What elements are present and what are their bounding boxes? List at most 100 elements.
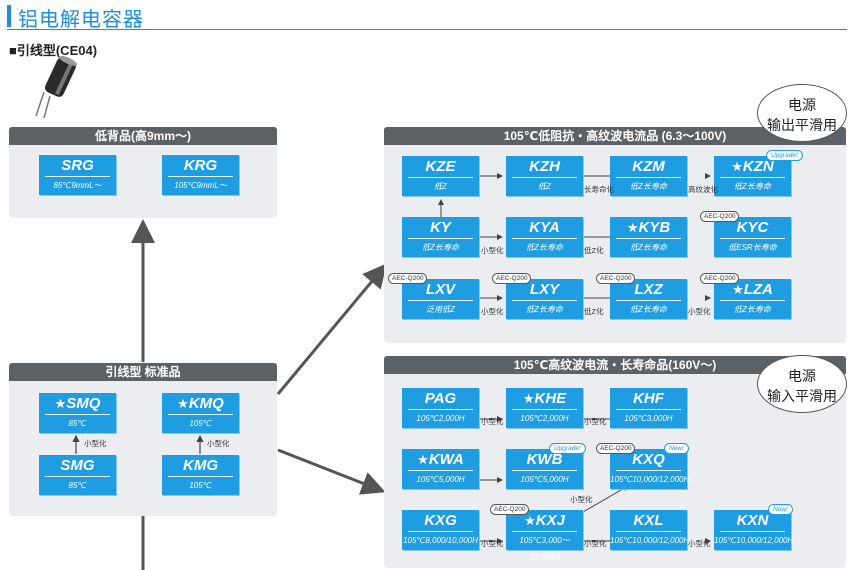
product-kmq[interactable]: ★KMQ 105℃ <box>162 393 239 433</box>
product-kmg[interactable]: KMG 105℃ <box>162 455 239 495</box>
product-kxn[interactable]: KXN 105℃10,000/12,000H <box>714 510 794 550</box>
product-desc: 105℃ <box>189 481 212 490</box>
product-name: KXN <box>736 512 769 529</box>
product-lxv[interactable]: LXV 泛用低Z <box>402 279 479 319</box>
product-name: KYA <box>529 219 560 236</box>
product-name: KXQ <box>632 451 665 468</box>
product-desc: 105℃5,000H <box>416 475 465 484</box>
product-kzm[interactable]: KZM 低Z长寿命 <box>610 156 687 196</box>
high-ripple-label: 高纹波化 <box>688 185 718 194</box>
divider <box>408 470 473 471</box>
product-kyb[interactable]: ★KYB 低Z长寿命 <box>610 217 687 257</box>
aec-q200-tag: AEC-Q200 <box>596 443 636 454</box>
divider <box>720 177 785 178</box>
standard-header: 引线型 标准品 <box>9 363 277 381</box>
product-desc: 85℃ <box>68 481 87 490</box>
output-smoothing-bubble: 电源 输出平滑用 <box>757 84 847 142</box>
divider <box>512 409 577 410</box>
product-kyc[interactable]: KYC 低ESR长寿命 <box>714 217 791 257</box>
product-name: KHE <box>534 390 567 407</box>
product-name: KHF <box>633 390 664 407</box>
product-name: KZH <box>529 158 560 175</box>
capacitor-icon <box>35 56 78 119</box>
new-badge: New! <box>768 504 793 515</box>
product-kxl[interactable]: KXL 105℃10,000/12,000H <box>610 510 690 550</box>
downsize-label: 小型化 <box>481 307 504 316</box>
downsize-label: 小型化 <box>584 539 607 548</box>
product-kze[interactable]: KZE 低Z <box>402 156 479 196</box>
product-name: KYC <box>736 219 769 236</box>
divider <box>720 238 785 239</box>
upgrade-badge: Upgrade! <box>766 150 803 161</box>
product-kzn[interactable]: ★KZN 低Z长寿命 <box>714 156 791 196</box>
product-lxz[interactable]: LXZ 低Z长寿命 <box>610 279 687 319</box>
product-desc: 低Z长寿命 <box>734 182 771 191</box>
divider <box>45 476 110 477</box>
low-z-label: 低Z化 <box>584 246 604 255</box>
aec-q200-tag: AEC-Q200 <box>492 273 532 284</box>
downsize-label: 小型化 <box>570 495 593 504</box>
divider <box>720 300 785 301</box>
product-name: KZN <box>742 158 774 175</box>
product-desc: 105℃10,000/12,000H <box>714 536 794 545</box>
product-smq[interactable]: ★SMQ 85℃ <box>39 393 116 433</box>
product-kya[interactable]: KYA 低Z长寿命 <box>506 217 583 257</box>
star-icon: ★ <box>732 282 744 297</box>
product-name-row: ★KYB <box>610 217 687 238</box>
bubble-line-1: 电源 <box>788 368 816 384</box>
low-profile-header: 低背品(高9mm〜) <box>9 127 277 145</box>
product-name: KZM <box>632 158 665 175</box>
product-ky[interactable]: KY 低Z长寿命 <box>402 217 479 257</box>
bubble-line-2: 输出平滑用 <box>767 117 837 133</box>
product-desc: 105℃3,000〜12,000H <box>519 536 570 562</box>
star-icon: ★ <box>54 396 67 411</box>
product-pag[interactable]: PAG 105℃2,000H <box>402 388 479 428</box>
divider <box>408 409 473 410</box>
aec-q200-tag: AEC-Q200 <box>490 504 530 515</box>
product-name-row: ★KZN <box>714 156 791 177</box>
product-kwa[interactable]: ★KWA 105℃5,000H <box>402 449 479 489</box>
new-badge: New! <box>664 443 689 454</box>
divider <box>616 409 681 410</box>
product-desc: 低Z长寿命 <box>630 305 667 314</box>
product-kxj[interactable]: ★KXJ 105℃3,000〜12,000H <box>506 510 583 562</box>
product-desc: 低Z长寿命 <box>630 182 667 191</box>
divider <box>512 300 577 301</box>
product-name: KWB <box>526 451 563 468</box>
aec-q200-tag: AEC-Q200 <box>700 211 740 222</box>
product-desc: 低Z长寿命 <box>526 305 563 314</box>
product-desc: 低Z长寿命 <box>630 243 667 252</box>
low-impedance-header: 105℃低阻抗・高纹波电流品 (6.3〜100V) <box>384 127 846 145</box>
product-kwb[interactable]: KWB 105℃5,000H <box>506 449 583 489</box>
product-desc: 105℃10,000/12,000H <box>610 536 690 545</box>
product-smg[interactable]: SMG 85℃ <box>39 455 116 495</box>
divider <box>408 177 473 178</box>
product-kzh[interactable]: KZH 低Z <box>506 156 583 196</box>
product-name: KXJ <box>535 512 565 529</box>
product-desc: 105℃2,000H <box>520 414 569 423</box>
product-kxg[interactable]: KXG 105℃8,000/10,000H <box>402 510 479 550</box>
product-name: KMQ <box>188 395 224 412</box>
product-khf[interactable]: KHF 105℃3,000H <box>610 388 687 428</box>
product-desc: 泛用低Z <box>426 305 455 314</box>
product-lxy[interactable]: LXY 低Z长寿命 <box>506 279 583 319</box>
product-name: LXZ <box>634 281 663 298</box>
low-z-label: 低Z化 <box>584 307 604 316</box>
divider <box>512 470 577 471</box>
product-krg[interactable]: KRG 105℃9mmL〜 <box>162 155 239 195</box>
divider <box>616 238 681 239</box>
divider <box>616 300 681 301</box>
product-kxq[interactable]: KXQ 105℃10,000/12,000H <box>610 449 689 489</box>
product-lza[interactable]: ★LZA 低Z长寿命 <box>714 279 791 319</box>
product-srg[interactable]: SRG 85℃9mmL〜 <box>39 155 116 195</box>
divider <box>512 238 577 239</box>
divider <box>408 238 473 239</box>
product-name: KRG <box>183 157 218 174</box>
product-desc: 105℃ <box>189 419 212 428</box>
divider <box>168 176 233 177</box>
product-khe[interactable]: ★KHE 105℃2,000H <box>506 388 583 428</box>
product-name-row: ★KXJ <box>506 510 583 531</box>
upgrade-badge: Upgrade! <box>549 443 586 454</box>
product-desc: 85℃ <box>68 419 87 428</box>
product-desc: 105℃2,000H <box>416 414 465 423</box>
